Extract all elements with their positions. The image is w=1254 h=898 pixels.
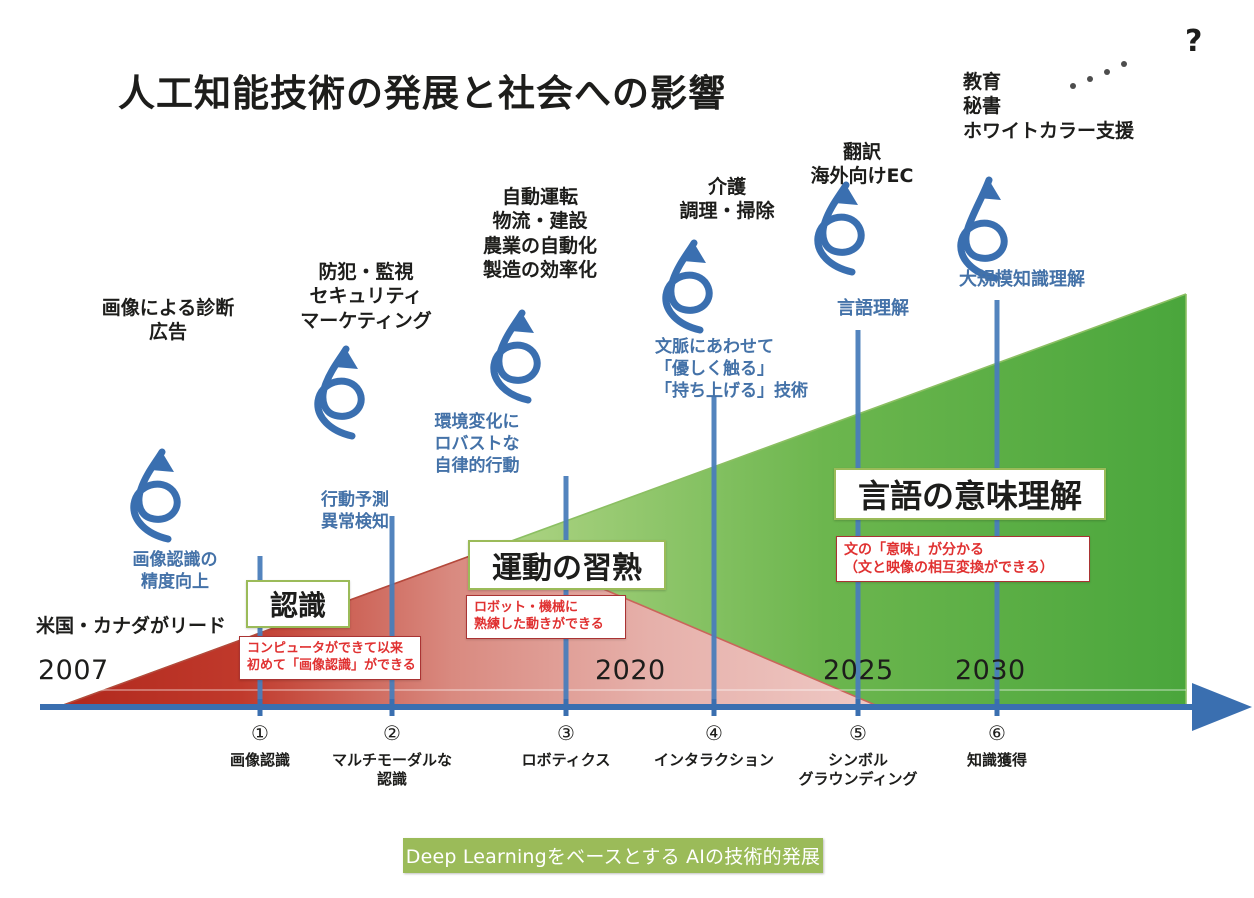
axis-item-5: ⑤ シンボル グラウンディング: [799, 722, 918, 789]
axis-item-2-number: ②: [383, 721, 401, 745]
application-label-medical: 画像による診断 広告: [101, 297, 235, 344]
application-label-security: 防犯・監視 セキュリティ マーケティング: [300, 261, 432, 332]
application-label-care: 介護 調理・掃除: [679, 176, 775, 223]
technology-label-language-understanding: 言語理解: [837, 298, 909, 319]
technology-label-behavior-prediction: 行動予測 異常検知: [321, 490, 389, 532]
spiral-arrow-5: [814, 181, 865, 276]
spiral-arrow-2: [314, 345, 365, 440]
axis-item-2: ② マルチモーダルな 認識: [332, 722, 452, 789]
application-label-whitecollar: 教育 秘書 ホワイトカラー支援: [963, 71, 1135, 142]
milestone-heading-motor-skill: 運動の習熟: [468, 540, 666, 590]
lead-region-note: 米国・カナダがリード: [36, 615, 227, 637]
year-label-2030: 2030: [955, 655, 1026, 686]
application-label-translation: 翻訳 海外向けEC: [810, 141, 914, 188]
axis-item-4-label: インタラクション: [653, 751, 775, 769]
year-label-2025: 2025: [823, 655, 894, 686]
spiral-arrow-3: [490, 309, 541, 404]
technology-label-context-manipulation: 文脈にあわせて 「優しく触る」 「持ち上げる」技術: [655, 337, 808, 401]
spiral-arrow-6: [957, 176, 1008, 282]
timeline-axis: [40, 683, 1252, 731]
technology-label-large-scale-knowledge: 大規模知識理解: [959, 269, 1085, 290]
axis-item-1-label: 画像認識: [229, 751, 291, 769]
axis-item-1-number: ①: [251, 721, 269, 745]
axis-item-2-label: マルチモーダルな 認識: [331, 751, 453, 788]
axis-item-1: ① 画像認識: [230, 722, 290, 770]
page-title: 人工知能技術の発展と社会への影響: [118, 72, 726, 115]
bottom-banner: Deep Learningをベースとする AIの技術的発展: [403, 838, 823, 873]
axis-item-5-label: シンボル グラウンディング: [798, 751, 918, 788]
milestone-note-recognition: コンピュータができて以来 初めて「画像認識」ができる: [239, 636, 421, 680]
year-label-2007: 2007: [38, 655, 109, 686]
axis-item-3-label: ロボティクス: [521, 751, 611, 769]
axis-item-6: ⑥ 知識獲得: [967, 722, 1027, 770]
future-question-mark: ?: [1185, 24, 1203, 59]
milestone-heading-semantics: 言語の意味理解: [834, 468, 1106, 520]
axis-item-3-number: ③: [557, 721, 575, 745]
axis-item-4: ④ インタラクション: [654, 722, 774, 770]
technology-label-robust-autonomy: 環境変化に ロバストな 自律的行動: [434, 412, 520, 476]
year-label-2020: 2020: [595, 655, 666, 686]
axis-item-6-number: ⑥: [988, 721, 1006, 745]
milestone-note-semantics: 文の「意味」が分かる （文と映像の相互変換ができる）: [836, 536, 1090, 583]
axis-item-4-number: ④: [705, 721, 723, 745]
milestone-heading-recognition: 認識: [246, 580, 350, 628]
future-dots: [1070, 61, 1127, 89]
spiral-arrows: [130, 176, 1008, 543]
technology-label-image-recognition: 画像認識の 精度向上: [132, 550, 218, 592]
axis-item-3: ③ ロボティクス: [522, 722, 611, 770]
milestone-note-motor-skill: ロボット・機械に 熟練した動きができる: [466, 595, 626, 639]
axis-item-5-number: ⑤: [849, 721, 867, 745]
axis-item-6-label: 知識獲得: [966, 751, 1028, 769]
application-label-driving: 自動運転 物流・建設 農業の自動化 製造の効率化: [482, 186, 598, 281]
spiral-arrow-1: [130, 448, 181, 543]
spiral-arrow-4: [662, 239, 713, 334]
